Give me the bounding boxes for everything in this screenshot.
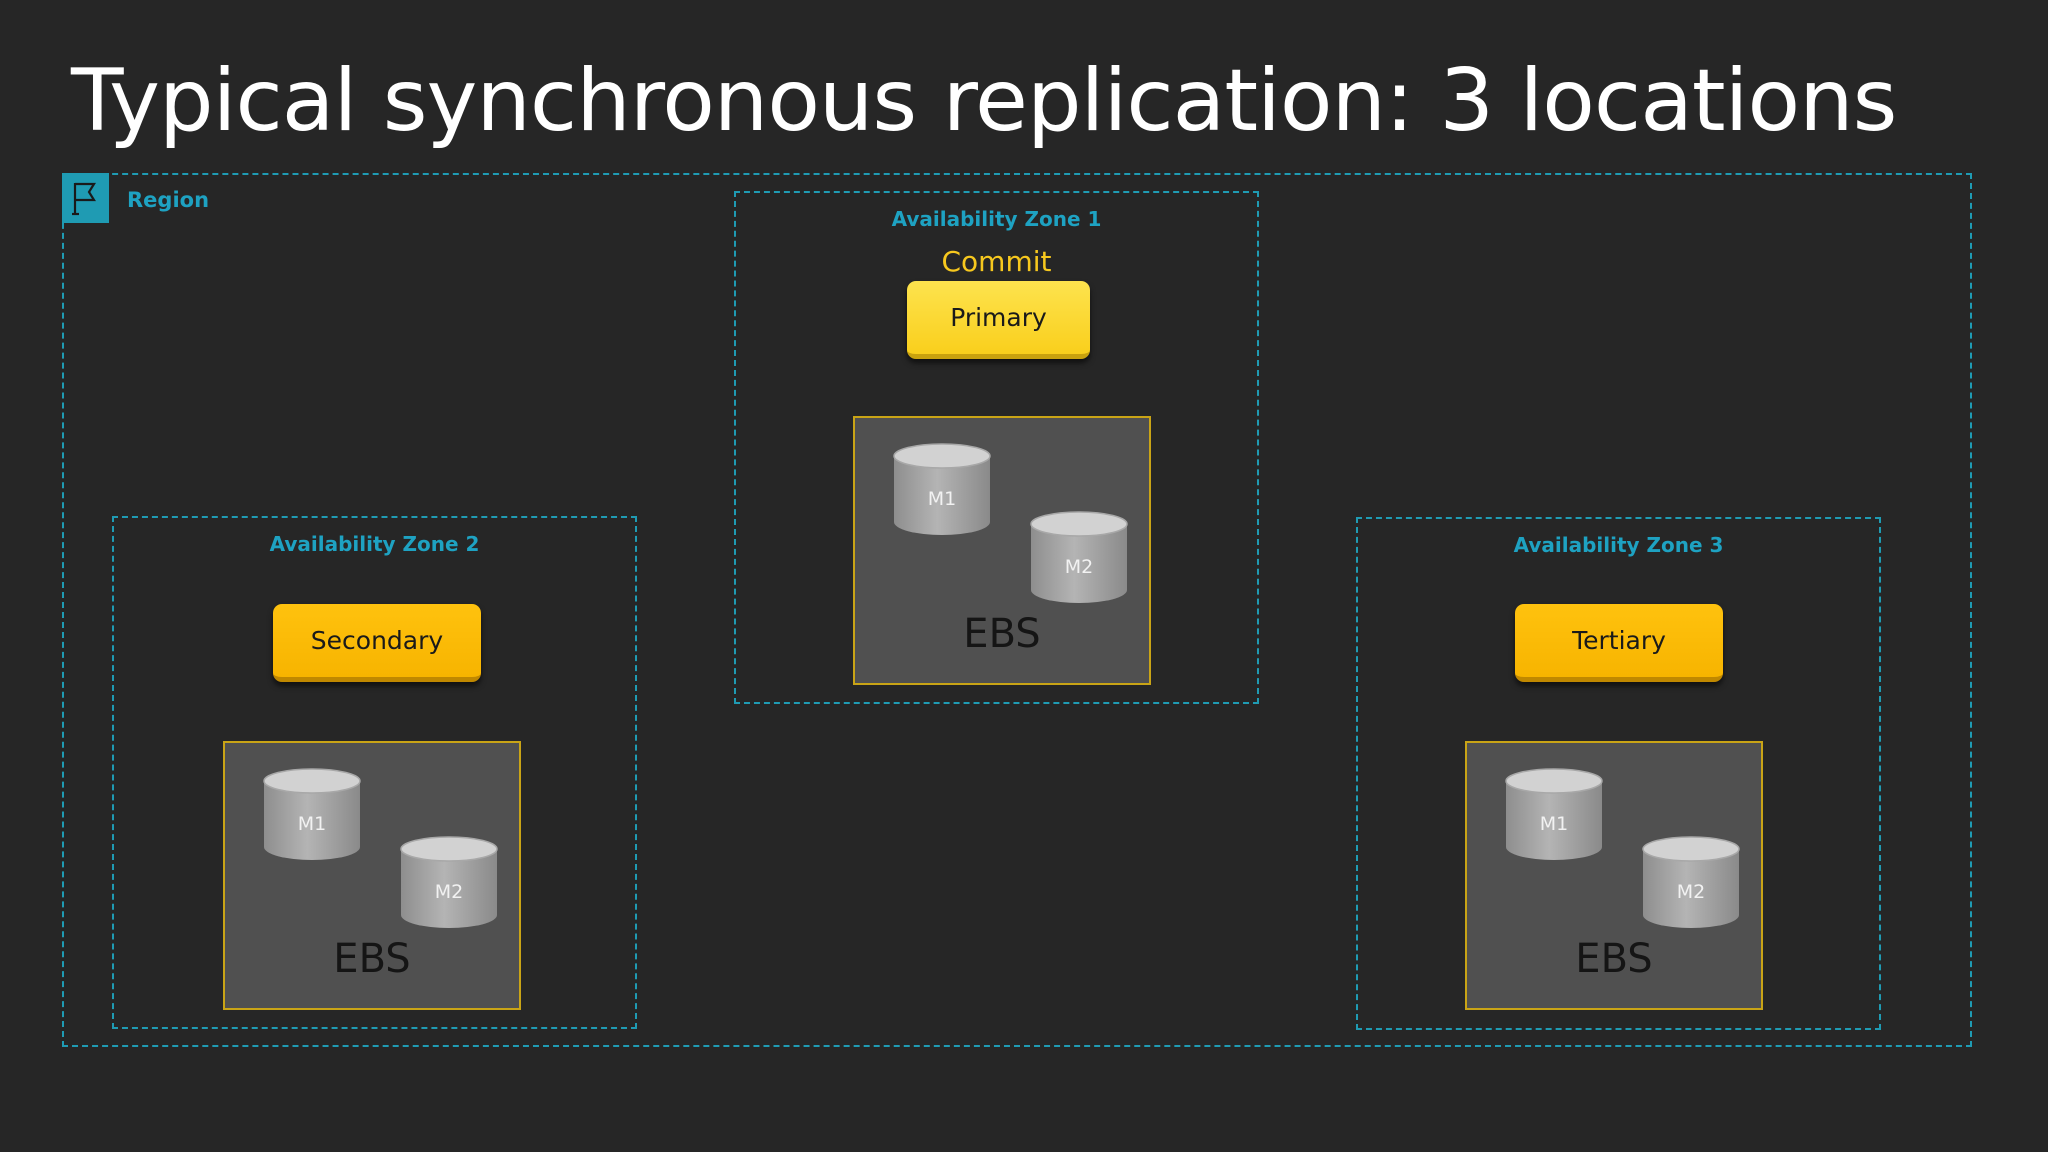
region-label: Region (127, 188, 210, 212)
volume-label: M2 (434, 881, 464, 903)
secondary-db: Secondary (273, 604, 481, 682)
az2-label: Availability Zone 2 (269, 532, 480, 556)
az2-ebs: M1 M2 EBS (223, 741, 521, 1010)
ebs-label: EBS (963, 611, 1041, 657)
slide-title: Typical synchronous replication: 3 locat… (71, 51, 1897, 151)
volume-label: M1 (1539, 813, 1569, 835)
az3-ebs: M1 M2 EBS (1465, 741, 1763, 1010)
flag-icon (62, 173, 109, 223)
database-icon: M2 (1641, 835, 1741, 931)
database-icon: M1 (892, 442, 992, 538)
region-boundary (62, 173, 1972, 1047)
availability-zone-2: Availability Zone 2 Secondary M1 M2 EBS (112, 516, 637, 1029)
ebs-label: EBS (333, 936, 411, 982)
database-icon: M2 (1029, 510, 1129, 606)
availability-zone-3: Availability Zone 3 Tertiary M1 M2 EBS (1356, 517, 1881, 1030)
database-icon: M1 (262, 767, 362, 863)
volume-label: M1 (927, 488, 957, 510)
commit-label: Commit (941, 245, 1052, 278)
volume-label: M1 (297, 813, 327, 835)
ebs-label: EBS (1575, 936, 1653, 982)
az1-label: Availability Zone 1 (891, 207, 1102, 231)
az1-ebs: M1 M2 EBS (853, 416, 1151, 685)
database-icon: M1 (1504, 767, 1604, 863)
primary-db: Primary (907, 281, 1090, 359)
volume-label: M2 (1676, 881, 1706, 903)
database-icon: M2 (399, 835, 499, 931)
az3-label: Availability Zone 3 (1513, 533, 1724, 557)
tertiary-db: Tertiary (1515, 604, 1723, 682)
availability-zone-1: Availability Zone 1 Commit Primary M1 M2… (734, 191, 1259, 704)
volume-label: M2 (1064, 556, 1094, 578)
